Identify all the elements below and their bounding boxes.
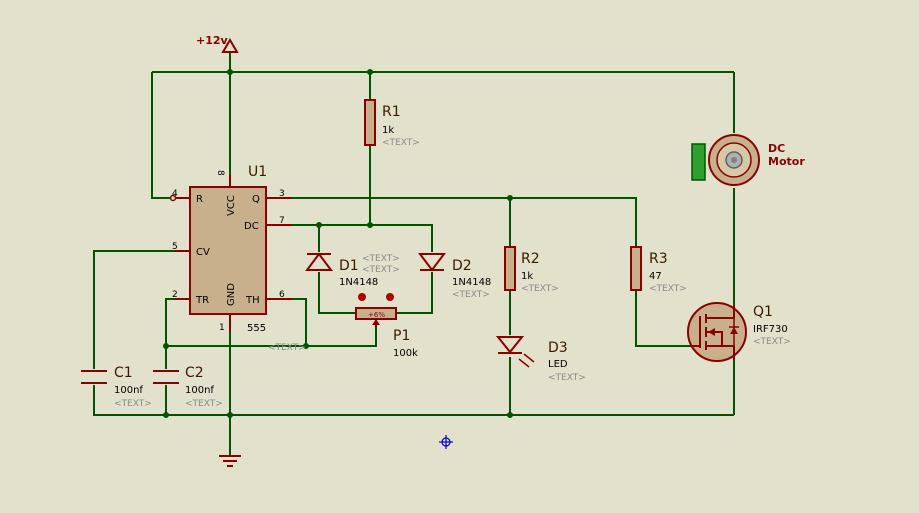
u1-ref: U1 [248,164,267,180]
potentiometer-p1[interactable]: +6% P1 100k <TEXT> [268,293,418,359]
q1-text: <TEXT> [753,337,791,347]
resistor-r1[interactable]: R1 1k <TEXT> [364,99,420,148]
u1-value: 555 [247,323,266,334]
pin-7: 7 [279,216,285,226]
p1-percent: +6% [368,311,385,319]
u1-555-timer[interactable]: U1 555 8 3 4 7 5 2 6 1 R Q DC CV TR TH V… [169,164,293,334]
r3-text: <TEXT> [649,284,687,294]
motor-label-line2: Motor [768,155,805,168]
pin-label-vcc: VCC [226,195,237,216]
pin-8: 8 [215,170,225,176]
r3-value: 47 [649,271,662,282]
d2-ref: D2 [452,258,472,274]
pin-label-q: Q [252,194,260,205]
r1-ref: R1 [382,104,401,120]
d1-ref: D1 [339,258,359,274]
led-d3[interactable]: D3 LED <TEXT> [495,336,586,383]
r1-value: 1k [382,125,394,136]
diode-d1[interactable]: D1 1N4148 <TEXT> <TEXT> [305,252,400,288]
d1-text-2: <TEXT> [362,265,400,275]
mosfet-q1[interactable]: Q1 IRF730 <TEXT> [687,302,791,362]
d1-text-1: <TEXT> [362,254,400,264]
r1-text: <TEXT> [382,138,420,148]
junctions [163,69,513,418]
power-terminal[interactable]: +12v [196,34,239,53]
q1-ref: Q1 [753,304,773,320]
r2-text: <TEXT> [521,284,559,294]
diode-d2[interactable]: D2 1N4148 <TEXT> [418,253,491,300]
ground-symbol[interactable] [219,455,241,467]
pin-label-gnd: GND [226,283,237,306]
p1-ref: P1 [393,328,410,344]
q1-value: IRF730 [753,324,788,335]
c2-value: 100nf [185,385,214,396]
d2-value: 1N4148 [452,277,491,288]
pin-label-cv: CV [196,247,210,258]
pin-3: 3 [279,189,285,199]
resistor-r2[interactable]: R2 1k <TEXT> [504,246,559,294]
cursor-crosshair-icon [439,435,453,449]
pin-label-th: TH [245,295,260,306]
d3-ref: D3 [548,340,568,356]
p1-decrease-button[interactable] [358,293,366,301]
c2-ref: C2 [185,365,204,381]
c2-text: <TEXT> [185,399,223,409]
p1-increase-button[interactable] [386,293,394,301]
p1-value: 100k [393,348,418,359]
d2-text: <TEXT> [452,290,490,300]
d1-value: 1N4148 [339,277,378,288]
pin-6: 6 [279,290,285,300]
pin-5: 5 [172,242,178,252]
r3-ref: R3 [649,251,668,267]
r2-value: 1k [521,271,533,282]
p1-text: <TEXT> [268,343,306,353]
pin-1: 1 [219,323,225,333]
pin-2: 2 [172,290,178,300]
c1-ref: C1 [114,365,133,381]
pin-label-dc: DC [244,221,259,232]
pin-4: 4 [172,189,178,199]
d3-value: LED [548,359,568,370]
capacitor-c1[interactable]: C1 100nf <TEXT> [81,365,152,409]
wires [93,52,735,456]
motor-label-line1: DC [768,142,785,155]
power-label: +12v [196,34,229,47]
resistor-r3[interactable]: R3 47 <TEXT> [630,246,687,294]
pin-label-r: R [196,194,203,205]
pin-label-tr: TR [195,295,209,306]
d3-text: <TEXT> [548,373,586,383]
r2-ref: R2 [521,251,540,267]
motor-encoder-block [691,143,706,181]
dc-motor[interactable]: DC Motor [691,134,805,186]
c1-value: 100nf [114,385,143,396]
c1-text: <TEXT> [114,399,152,409]
capacitor-c2[interactable]: C2 100nf <TEXT> [153,365,223,409]
